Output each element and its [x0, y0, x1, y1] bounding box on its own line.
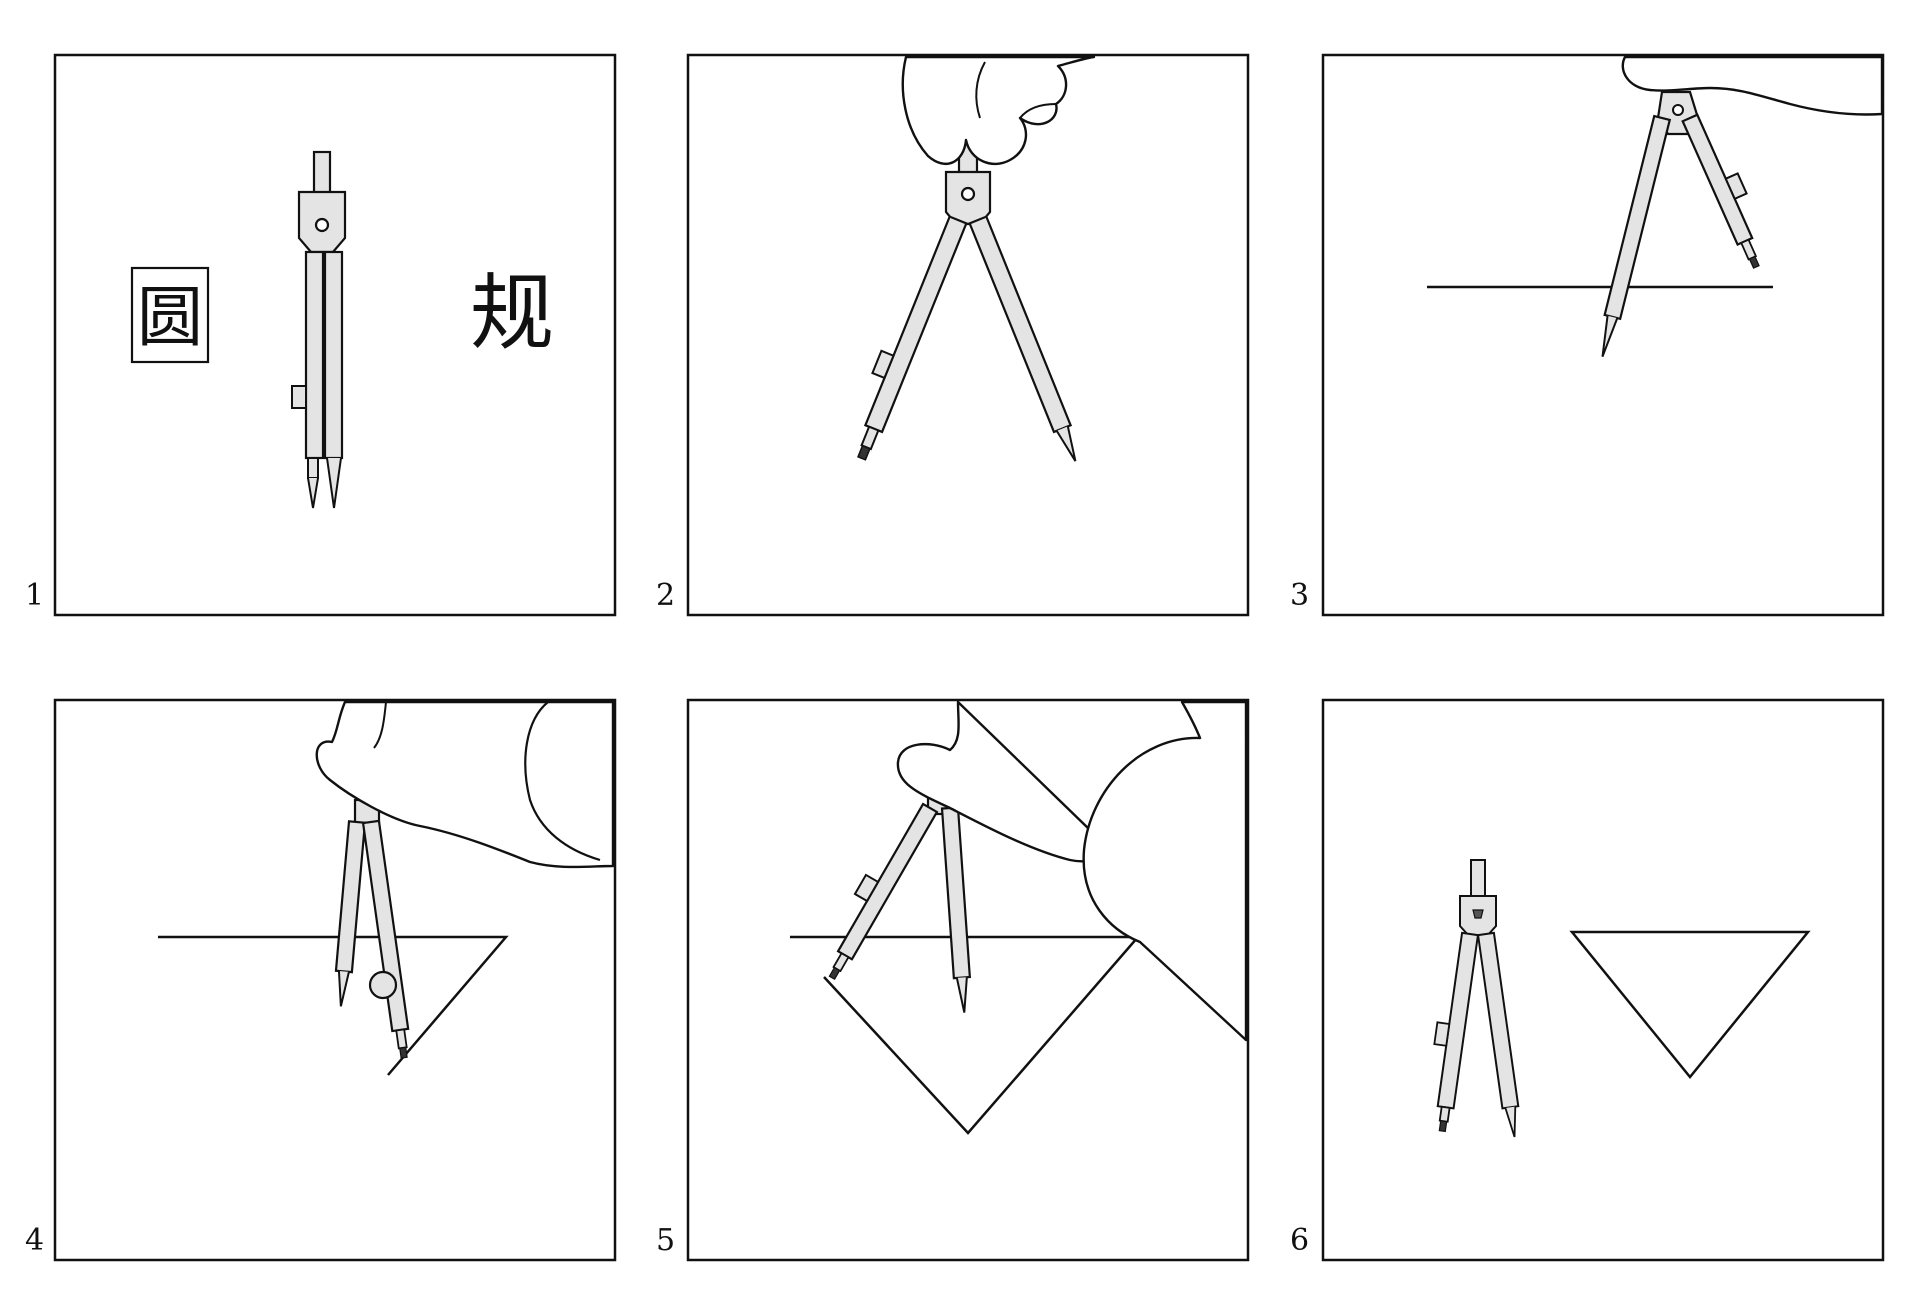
- drawn-triangle: [158, 935, 509, 1076]
- panel-1: 1 圆 规: [25, 53, 617, 617]
- compass-icon: [1601, 90, 1760, 358]
- hand-icon: [901, 55, 1096, 166]
- character-box: 圆: [130, 266, 210, 364]
- panel-5: 5: [656, 698, 1250, 1262]
- panel-6: 6: [1290, 698, 1885, 1262]
- panel-4: 4: [25, 698, 617, 1262]
- panel-number: 2: [656, 578, 675, 613]
- hand-icon: [315, 700, 615, 869]
- panel-frame: [1321, 53, 1885, 617]
- panel-2: 2: [656, 53, 1250, 617]
- panel-number: 6: [1290, 1223, 1309, 1258]
- hand-icon: [896, 700, 1248, 1042]
- panel-number: 1: [25, 578, 44, 613]
- panel-frame: [1321, 698, 1885, 1262]
- compass-icon: [334, 798, 410, 1059]
- hand-icon: [1621, 55, 1884, 116]
- drawn-triangle: [1569, 930, 1811, 1079]
- panel-number: 5: [656, 1223, 675, 1258]
- panel-3: 3: [1290, 53, 1885, 617]
- panel-number: 4: [25, 1223, 44, 1258]
- compass-icon: [828, 788, 972, 1013]
- label-yuan: 圆: [137, 279, 203, 356]
- label-gui: 规: [470, 264, 554, 362]
- panel-number: 3: [1290, 578, 1309, 613]
